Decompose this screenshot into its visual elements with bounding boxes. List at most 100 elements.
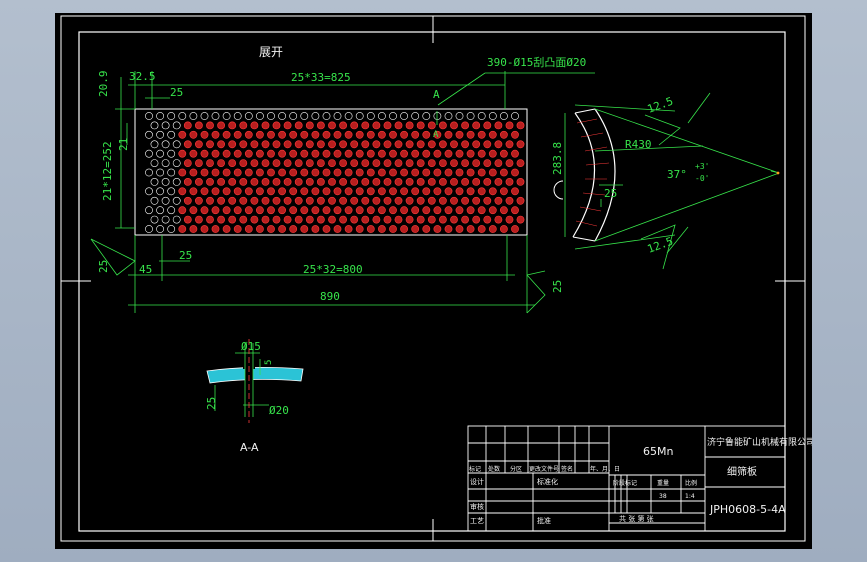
hole bbox=[289, 206, 298, 215]
hole bbox=[233, 187, 242, 196]
hole bbox=[217, 159, 225, 167]
hole bbox=[194, 140, 203, 149]
hole bbox=[244, 168, 253, 177]
hole bbox=[422, 112, 431, 120]
hole bbox=[400, 130, 408, 139]
hole bbox=[405, 215, 414, 224]
hole bbox=[372, 196, 381, 205]
hole bbox=[472, 121, 481, 130]
hole bbox=[461, 159, 469, 167]
hole bbox=[239, 121, 248, 130]
hole bbox=[167, 206, 176, 215]
hole bbox=[222, 206, 231, 215]
hole bbox=[200, 112, 209, 120]
header-sign: 签名 bbox=[561, 465, 573, 473]
hole bbox=[383, 177, 392, 186]
hole bbox=[172, 177, 181, 186]
hole bbox=[189, 206, 198, 215]
hole bbox=[455, 187, 464, 196]
hole bbox=[244, 187, 253, 196]
hole bbox=[372, 140, 381, 149]
hole bbox=[383, 140, 392, 149]
hole bbox=[183, 196, 192, 205]
hole bbox=[405, 121, 414, 130]
hole bbox=[444, 187, 453, 196]
hole bbox=[488, 187, 497, 196]
hole bbox=[200, 187, 209, 196]
hole bbox=[272, 121, 281, 130]
hole bbox=[206, 159, 214, 167]
hole bbox=[355, 168, 364, 177]
hole bbox=[178, 168, 187, 177]
hole bbox=[416, 177, 425, 186]
hole bbox=[183, 159, 192, 167]
hole bbox=[178, 112, 187, 120]
hole bbox=[222, 130, 231, 139]
hole bbox=[450, 177, 458, 186]
hole bbox=[394, 140, 403, 149]
hole bbox=[305, 196, 314, 205]
hole bbox=[450, 196, 458, 205]
hole bbox=[372, 177, 381, 186]
hole bbox=[178, 187, 187, 196]
hole bbox=[183, 140, 192, 149]
hole bbox=[272, 196, 281, 205]
hole bbox=[150, 140, 159, 149]
hole bbox=[494, 159, 503, 167]
hole bbox=[355, 130, 364, 139]
hole bbox=[305, 177, 314, 186]
hole bbox=[250, 196, 259, 205]
hole bbox=[411, 225, 420, 233]
hole bbox=[377, 206, 386, 215]
hole bbox=[361, 215, 370, 224]
hole bbox=[228, 177, 237, 186]
hole bbox=[300, 130, 309, 139]
hole bbox=[217, 177, 225, 186]
hole bbox=[389, 187, 397, 196]
hole bbox=[278, 206, 286, 215]
hole bbox=[156, 187, 164, 196]
hole bbox=[438, 121, 447, 130]
hole bbox=[394, 177, 403, 186]
hole bbox=[172, 140, 181, 149]
hole bbox=[278, 130, 286, 139]
hole bbox=[455, 225, 464, 233]
hole bbox=[400, 168, 408, 177]
dim-top-span: 25*33=825 bbox=[291, 71, 351, 84]
arc-angle: 37° bbox=[667, 168, 687, 181]
section-label: A-A bbox=[240, 441, 259, 454]
hole bbox=[383, 121, 392, 130]
hole bbox=[289, 225, 298, 233]
hole bbox=[483, 159, 492, 167]
hole bbox=[377, 149, 386, 158]
hole bbox=[455, 149, 464, 158]
hole bbox=[222, 225, 231, 233]
hole bbox=[300, 168, 309, 177]
hole bbox=[311, 206, 320, 215]
hole bbox=[255, 206, 264, 215]
hole bbox=[267, 187, 275, 196]
hole bbox=[267, 149, 275, 158]
row-design: 设计 bbox=[470, 477, 484, 486]
hole bbox=[322, 149, 331, 158]
hole bbox=[267, 112, 275, 120]
holes-note: 390-Ø15刮凸面Ø20 bbox=[487, 55, 586, 69]
hole bbox=[416, 159, 425, 167]
hole bbox=[267, 225, 275, 233]
hole bbox=[494, 196, 503, 205]
hole bbox=[322, 225, 331, 233]
hole bbox=[250, 140, 259, 149]
section-mark-bottom: A bbox=[433, 130, 439, 140]
stage-mark: 阶段标记 bbox=[613, 479, 637, 487]
hole bbox=[228, 121, 237, 130]
weight-label: 重量 bbox=[657, 479, 669, 487]
hole bbox=[278, 187, 286, 196]
hole bbox=[228, 215, 237, 224]
hole bbox=[383, 196, 392, 205]
hole bbox=[311, 187, 320, 196]
hole bbox=[466, 225, 475, 233]
hole bbox=[222, 187, 231, 196]
hole bbox=[477, 206, 486, 215]
hole bbox=[466, 168, 475, 177]
hole bbox=[250, 177, 259, 186]
